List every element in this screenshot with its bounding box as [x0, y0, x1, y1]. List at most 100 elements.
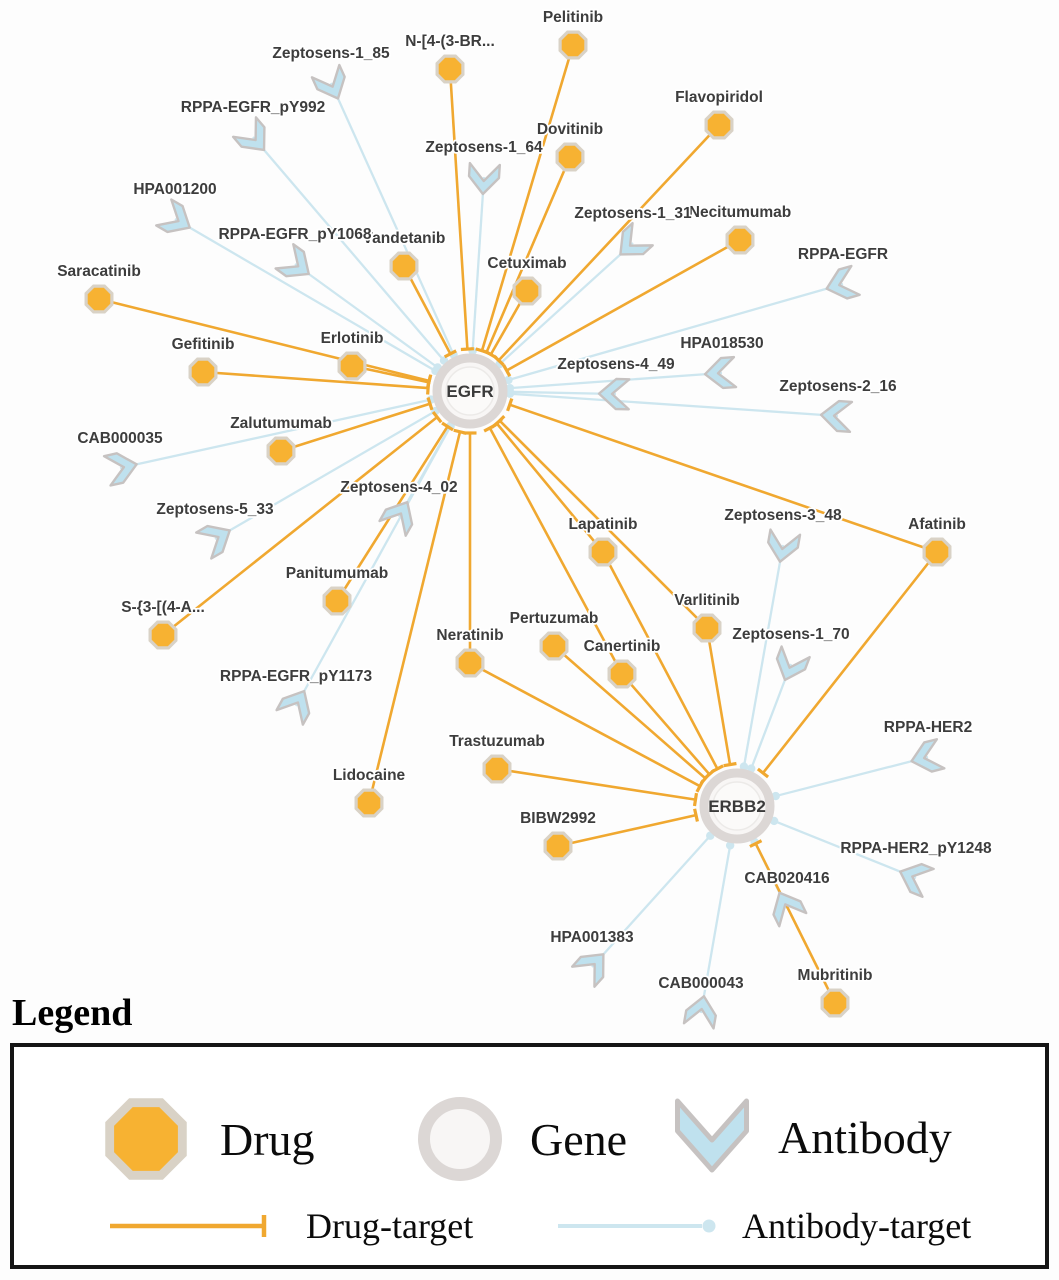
drug-node-necitumumab[interactable] — [725, 225, 755, 255]
drug-target-edge-varlitinib — [705, 627, 737, 768]
drug-node-panitumumab[interactable] — [322, 586, 352, 616]
antibody-node-zeptosens-4-49[interactable] — [597, 377, 631, 411]
antibody-node-rppa-egfr-py992[interactable] — [231, 116, 275, 159]
antibody-node-hpa018530[interactable] — [703, 355, 738, 390]
drug-target-edge-canertinib — [621, 673, 716, 780]
antibody-node-rppa-egfr-py1068[interactable] — [274, 243, 318, 286]
drug-target-edge-canertinib — [483, 423, 624, 675]
drug-node-cetuximab[interactable] — [512, 276, 542, 306]
antibody-label: Zeptosens-1_70 — [732, 626, 849, 643]
drug-label: Lapatinib — [569, 516, 638, 533]
antibody-node-icon — [675, 1098, 749, 1173]
drug-node-canertinib[interactable] — [607, 659, 637, 689]
drug-node-zalutumumab[interactable] — [266, 436, 296, 466]
antibody-node-zeptosens-3-48[interactable] — [765, 528, 802, 565]
drug-label: Dovitinib — [537, 121, 603, 138]
edge-layer — [98, 44, 939, 1014]
antibody-label: Zeptosens-4_02 — [340, 479, 457, 496]
drug-node-lapatinib[interactable] — [588, 537, 618, 567]
legend-box: Drug Gene Antibody Drug-target — [10, 1043, 1049, 1269]
antibody-node-cab020416[interactable] — [766, 886, 808, 928]
antibody-label: Zeptosens-1_31 — [574, 205, 692, 222]
antibody-label: Zeptosens-1_64 — [425, 139, 543, 156]
drug-node-gefitinib[interactable] — [188, 357, 218, 387]
drug-target-edge-n-4-3-br — [448, 68, 474, 352]
gene-node-egfr[interactable]: EGFR — [432, 353, 508, 429]
antibody-label: Zeptosens-2_16 — [779, 378, 897, 395]
drug-label: Erlotinib — [321, 330, 384, 347]
antibody-label: Zeptosens-1_85 — [272, 45, 390, 62]
drug-node-dovitinib[interactable] — [555, 142, 585, 172]
drug-node-trastuzumab[interactable] — [482, 754, 512, 784]
antibody-node-zeptosens-5-33[interactable] — [195, 517, 237, 560]
drug-node-s-3-4-a[interactable] — [148, 620, 178, 650]
antibody-label: HPA018530 — [680, 335, 763, 352]
antibody-target-edge-zeptosens-3-48 — [739, 544, 785, 771]
drug-node-bibw2992[interactable] — [543, 831, 573, 861]
antibody-node-rppa-egfr-py1173[interactable] — [275, 684, 318, 726]
antibody-node-cab000043[interactable] — [682, 994, 719, 1030]
drug-node-flavopiridol[interactable] — [704, 110, 734, 140]
drug-node-neratinib[interactable] — [455, 648, 485, 678]
drug-target-edge-pertuzumab — [553, 645, 711, 785]
drug-label: Flavopiridol — [675, 89, 763, 106]
antibody-node-zeptosens-2-16[interactable] — [819, 399, 854, 434]
gene-label: EGFR — [446, 382, 493, 401]
antibody-node-zeptosens-1-70[interactable] — [771, 645, 811, 686]
drug-label: Mubritinib — [798, 967, 873, 984]
drug-node-varlitinib[interactable] — [692, 613, 722, 643]
label-layer: PelitinibN-[4-(3-BR...FlavopiridolDoviti… — [55, 7, 993, 994]
gene-label: ERBB2 — [708, 797, 766, 816]
antibody-label: RPPA-EGFR — [798, 246, 888, 263]
antibody-node-zeptosens-1-31[interactable] — [610, 221, 654, 265]
antibody-target-edge-rppa-her2 — [771, 755, 929, 801]
gene-node-icon — [418, 1097, 502, 1181]
drug-label: N-[4-(3-BR... — [405, 33, 495, 50]
antibody-node-hpa001200[interactable] — [155, 198, 197, 240]
drug-node-erlotinib[interactable] — [337, 351, 367, 381]
antibody-node-zeptosens-4-02[interactable] — [378, 495, 421, 537]
antibody-label: Zeptosens-4_49 — [557, 356, 675, 373]
antibody-node-cab000035[interactable] — [102, 450, 140, 487]
drug-label: Lidocaine — [333, 767, 406, 784]
antibody-label: Zeptosens-3_48 — [724, 507, 842, 524]
drug-node-pelitinib[interactable] — [558, 30, 588, 60]
gene-node-erbb2[interactable]: ERBB2 — [699, 768, 775, 844]
antibody-node-rppa-egfr[interactable] — [823, 264, 861, 303]
antibody-target-edge-zeptosens-1-64 — [468, 176, 486, 356]
antibody-label: RPPA-EGFR_pY1173 — [220, 668, 373, 685]
drug-node-lidocaine[interactable] — [354, 788, 384, 818]
drug-label: Trastuzumab — [449, 733, 545, 750]
antibody-label: RPPA-EGFR_pY992 — [181, 99, 325, 116]
antibody-label: Zeptosens-5_33 — [156, 501, 274, 518]
antibody-node-rppa-her2[interactable] — [908, 738, 946, 776]
drug-target-edge-trastuzumab — [496, 767, 699, 807]
antibody-label: CAB020416 — [744, 870, 830, 887]
drug-label: Zalutumumab — [230, 415, 332, 432]
drug-node-n-4-3-br[interactable] — [435, 54, 465, 84]
drug-node-mubritinib[interactable] — [820, 988, 850, 1018]
legend-item-antibody: Antibody — [666, 1091, 952, 1183]
antibody-target-edge-icon — [558, 1219, 716, 1233]
drug-label: Pertuzumab — [510, 610, 599, 627]
antibody-node-hpa001383[interactable] — [570, 944, 614, 988]
drug-node-saracatinib[interactable] — [84, 284, 114, 314]
legend-item-drug-target: Drug-target — [106, 1205, 473, 1247]
drug-node-pertuzumab[interactable] — [539, 631, 569, 661]
antibody-node-zeptosens-1-64[interactable] — [467, 161, 502, 196]
drug-target-edge-vandetanib — [402, 265, 457, 359]
drug-label: Gefitinib — [172, 336, 235, 353]
legend-item-drug: Drug — [92, 1085, 315, 1193]
legend-antibody-label: Antibody — [778, 1111, 952, 1163]
drug-node-vandetanib[interactable] — [389, 251, 419, 281]
antibody-node-rppa-her2-py1248[interactable] — [895, 858, 935, 898]
drug-label: S-{3-[(4-A... — [121, 599, 205, 616]
antibody-node-zeptosens-1-85[interactable] — [310, 63, 352, 105]
drug-node-afatinib[interactable] — [922, 537, 952, 567]
legend-drug-label: Drug — [220, 1113, 315, 1165]
antibody-label: HPA001383 — [550, 929, 634, 946]
drug-label: Vandetanib — [363, 230, 446, 247]
drug-target-edge-icon — [110, 1215, 267, 1237]
legend-title: Legend — [12, 992, 133, 1034]
